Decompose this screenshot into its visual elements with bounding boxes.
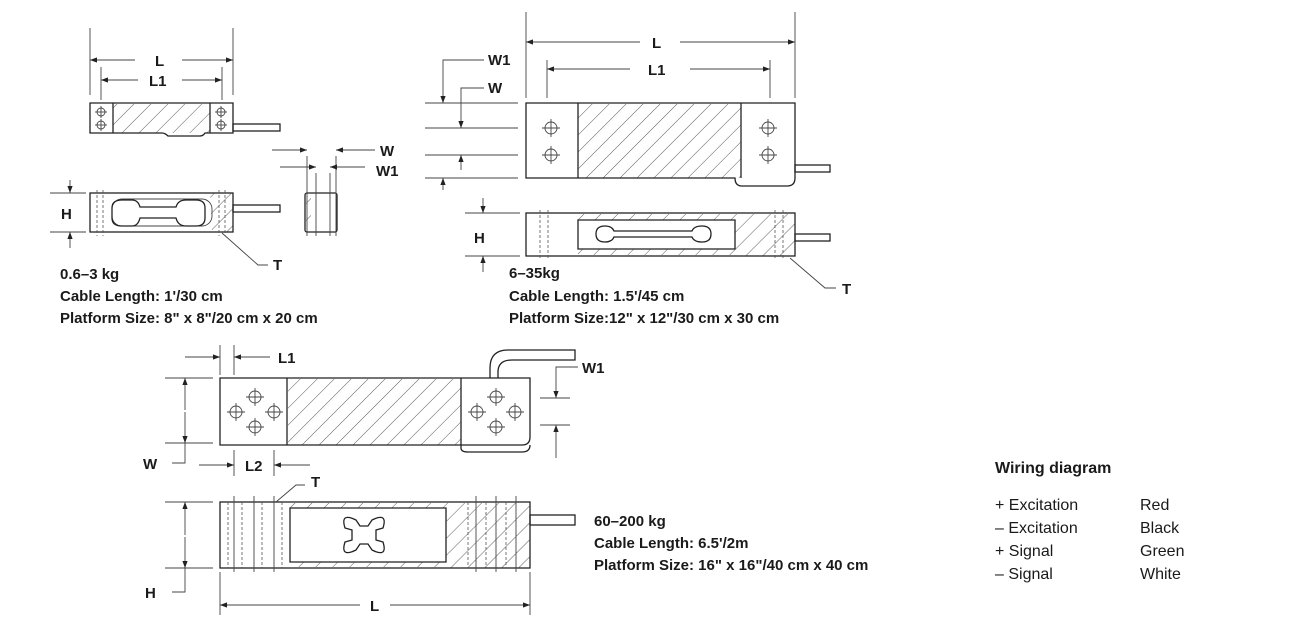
small-load-cell-drawing: L L1 H T W W1 0.6–3 kg Ca: [50, 28, 399, 327]
dim-label-H: H: [474, 230, 485, 247]
platform-size-text: Platform Size: 16" x 16"/40 cm x 40 cm: [594, 557, 868, 574]
wiring-signal: + Excitation: [995, 497, 1078, 514]
cable-length-text: Cable Length: 1'/30 cm: [60, 288, 223, 305]
cable-length-text: Cable Length: 1.5'/45 cm: [509, 288, 684, 305]
wiring-signal: + Signal: [995, 543, 1053, 560]
wiring-title: Wiring diagram: [995, 460, 1111, 477]
dim-label-L1: L1: [149, 73, 167, 90]
medium-top-view: L L1 W1 W: [425, 12, 831, 190]
wiring-color: Red: [1140, 497, 1169, 514]
dim-label-W1: W1: [376, 163, 399, 180]
dim-label-W1: W1: [488, 52, 511, 69]
wiring-signal: – Signal: [995, 566, 1053, 583]
dim-label-W: W: [143, 456, 158, 473]
capacity-text: 6–35kg: [509, 265, 560, 282]
dim-label-T: T: [311, 474, 320, 491]
cable-length-text: Cable Length: 6.5'/2m: [594, 535, 748, 552]
capacity-text: 60–200 kg: [594, 513, 666, 530]
dim-label-L2: L2: [245, 458, 263, 475]
dim-label-L1: L1: [278, 350, 296, 367]
platform-size-text: Platform Size: 8" x 8"/20 cm x 20 cm: [60, 310, 318, 327]
dim-label-T: T: [842, 281, 851, 298]
small-end-view: W W1: [272, 143, 399, 236]
wiring-diagram: Wiring diagram + Excitation Red – Excita…: [995, 460, 1184, 583]
dim-label-W: W: [488, 80, 503, 97]
wiring-color: Green: [1140, 543, 1184, 560]
small-side-view: H T: [50, 180, 282, 274]
platform-size-text: Platform Size:12" x 12"/30 cm x 30 cm: [509, 310, 779, 327]
dim-label-W: W: [380, 143, 395, 160]
large-side-view: H L T: [145, 474, 576, 615]
dim-label-L1: L1: [648, 62, 666, 79]
wiring-color: White: [1140, 566, 1181, 583]
small-top-view: L L1: [89, 28, 281, 137]
wiring-color: Black: [1140, 520, 1180, 537]
wiring-signal: – Excitation: [995, 520, 1078, 537]
dim-label-H: H: [61, 206, 72, 223]
dim-label-W1: W1: [582, 360, 605, 377]
dim-label-L: L: [155, 53, 164, 70]
dim-label-H: H: [145, 585, 156, 602]
medium-side-view: H T: [465, 198, 851, 298]
dim-label-L: L: [652, 35, 661, 52]
capacity-text: 0.6–3 kg: [60, 266, 119, 283]
large-top-view: L1 W L2 W1: [143, 345, 605, 476]
dim-label-L: L: [370, 598, 379, 615]
large-load-cell-drawing: L1 W L2 W1 H: [143, 345, 868, 615]
medium-load-cell-drawing: L L1 W1 W H T 6–35kg Cable Length: 1.5'/…: [425, 12, 851, 327]
dim-label-T: T: [273, 257, 282, 274]
